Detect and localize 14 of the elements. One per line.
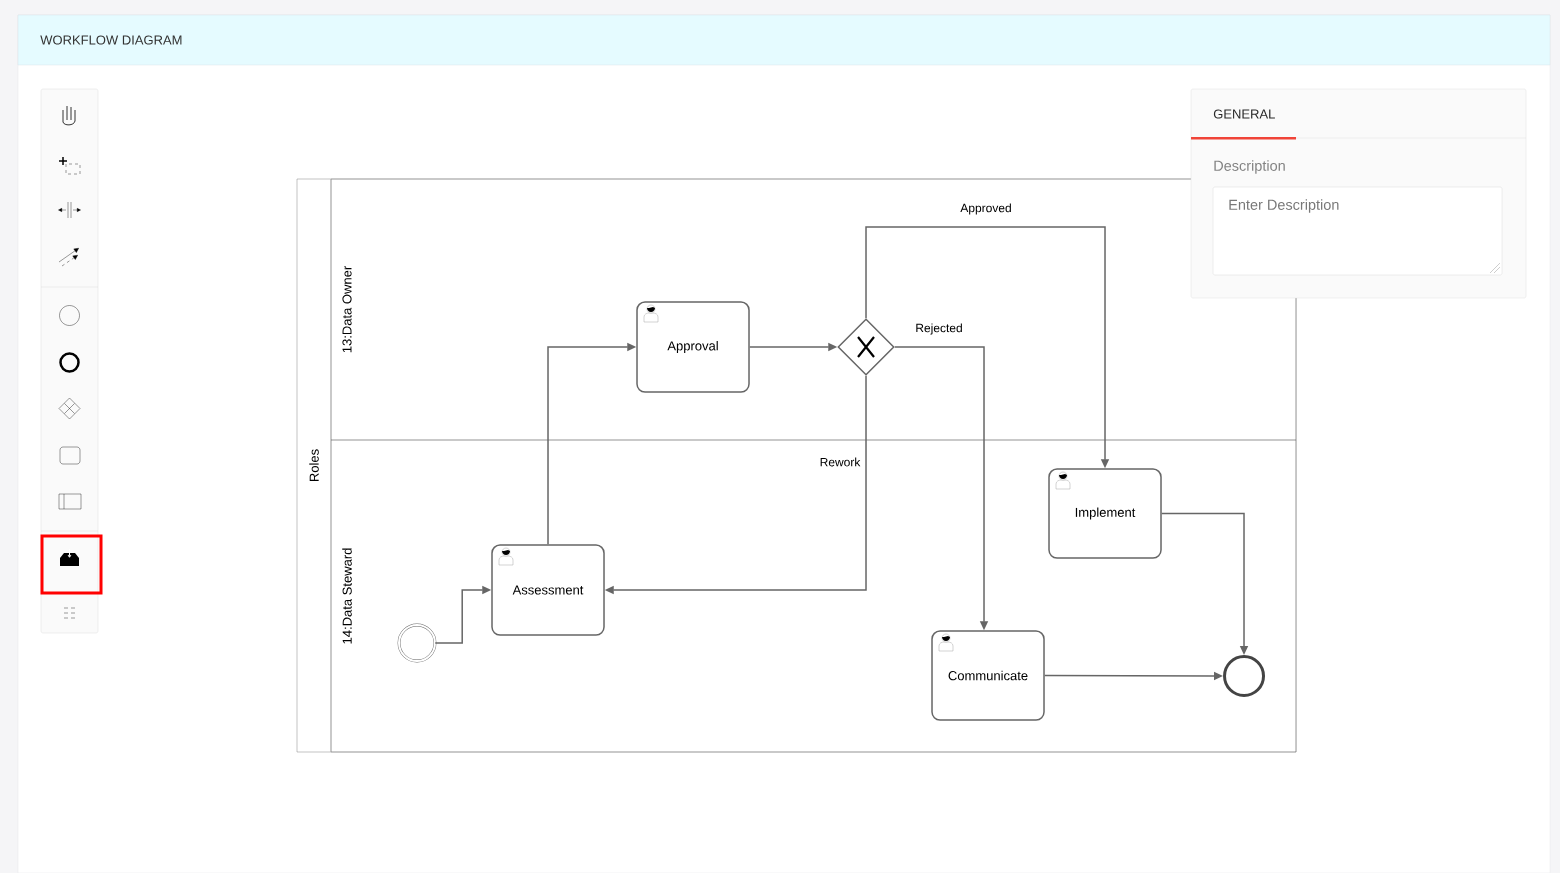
- event-circle: [397, 623, 437, 663]
- edge-label: Rejected: [914, 322, 964, 336]
- field-label: Description: [1214, 160, 1285, 174]
- task-box: Implement: [1048, 468, 1162, 559]
- edge-label: Rework: [818, 456, 862, 468]
- task-box: Assessment: [491, 544, 605, 636]
- edge-label: Approved: [959, 202, 1013, 216]
- text-area: Enter Description: [1212, 186, 1503, 276]
- task-box: Communicate: [931, 630, 1045, 721]
- gateway-diamond: [837, 318, 895, 376]
- event-circle: [1223, 655, 1265, 697]
- task-box: Approval: [636, 301, 750, 393]
- header-title: WORKFLOW DIAGRAM: [40, 35, 182, 45]
- tab: GENERAL: [1191, 109, 1296, 140]
